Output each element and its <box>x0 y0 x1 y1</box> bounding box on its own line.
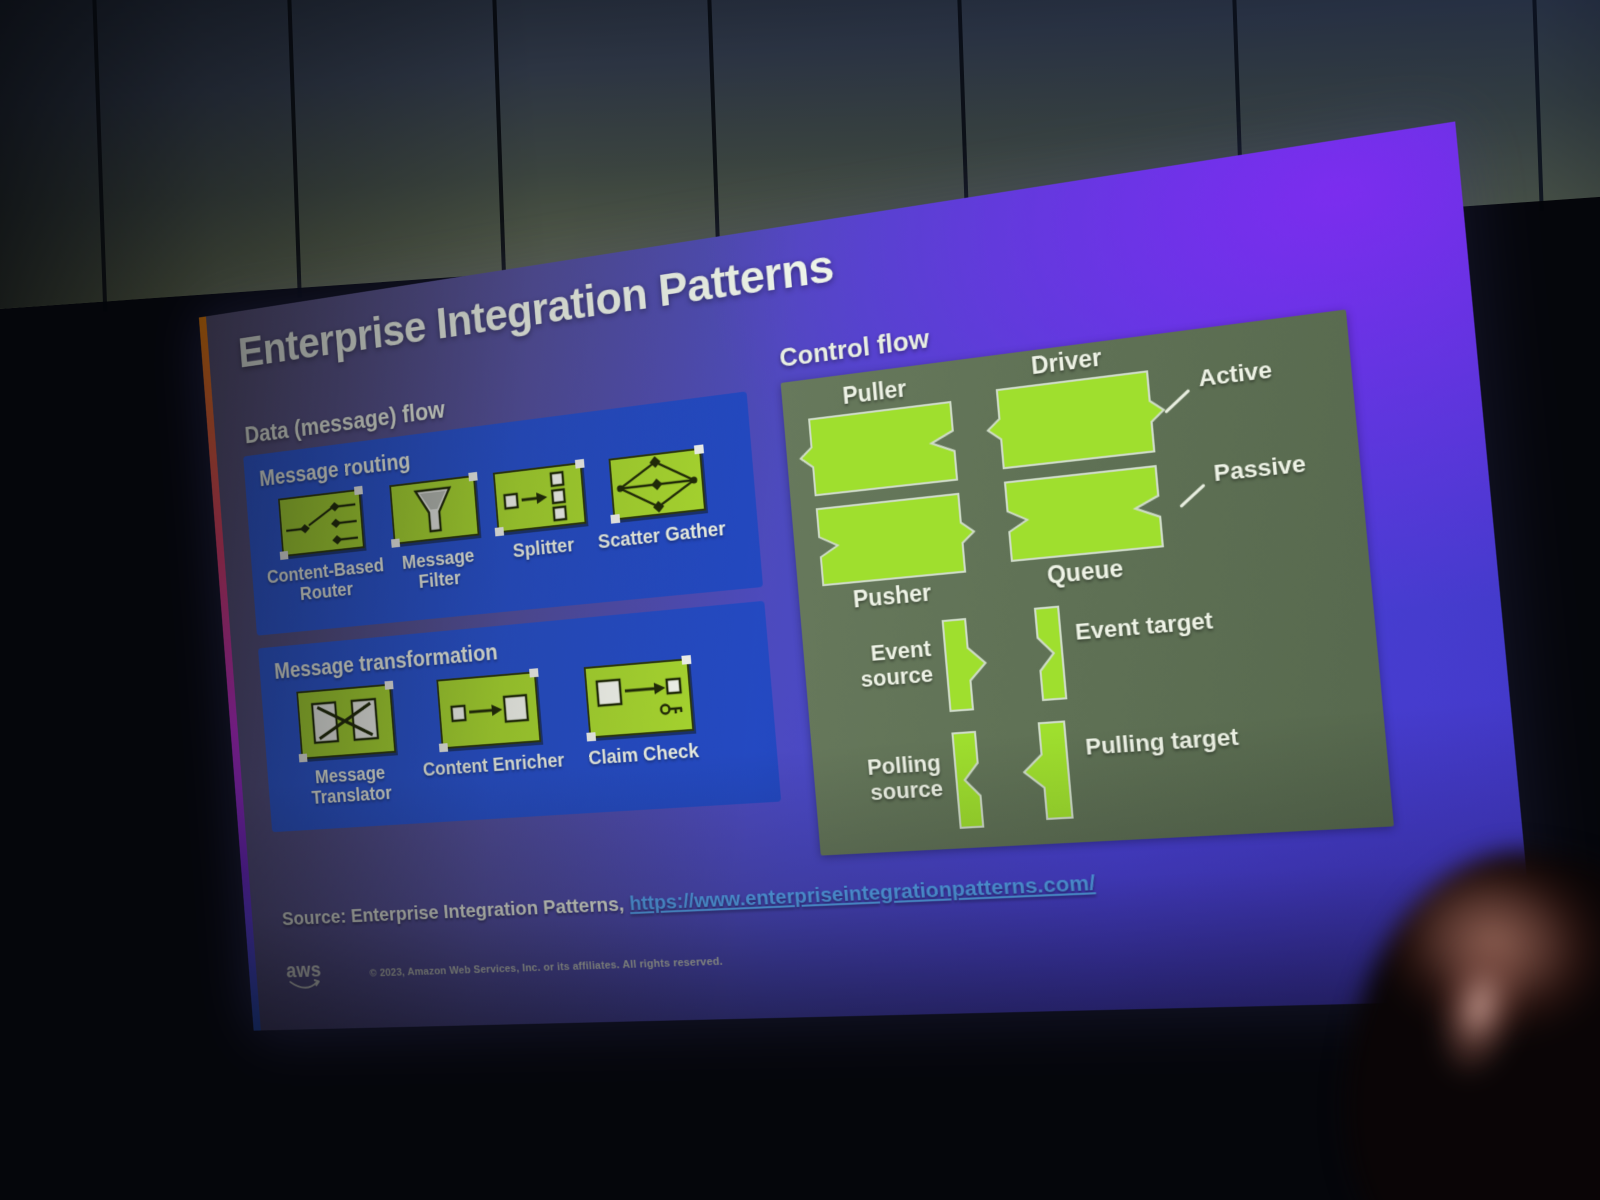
driver-shape <box>982 365 1170 474</box>
queue-shape <box>990 460 1178 566</box>
pattern-splitter: Splitter <box>485 461 597 565</box>
presentation-slide: Enterprise Integration Patterns Data (me… <box>198 121 1539 1031</box>
pattern-label: Content Enricher <box>422 749 566 781</box>
pattern-label: Scatter Gather <box>597 518 727 554</box>
pulling-target-shape <box>1018 719 1077 822</box>
callout-line <box>1179 483 1206 509</box>
splitter-icon <box>492 462 587 534</box>
aws-logo-text: aws <box>285 957 323 983</box>
message-transformation-panel: Message transformation Message Translato… <box>257 600 782 833</box>
pattern-label: Message Filter <box>401 545 476 594</box>
claim-check-icon <box>583 658 695 739</box>
aws-smile-icon <box>287 979 322 992</box>
event-source-shape <box>938 615 991 713</box>
source-line: Source: Enterprise Integration Patterns,… <box>281 871 1096 931</box>
message-routing-panel: Message routing <box>243 391 764 636</box>
pulling-target-label: Pulling target <box>1084 723 1240 760</box>
active-callout: Active <box>1158 356 1274 414</box>
content-based-router-icon <box>278 488 365 558</box>
pattern-content-enricher: Content Enricher <box>413 669 567 781</box>
pattern-label: Content-Based Router <box>266 555 385 606</box>
source-link[interactable]: https://www.enterpriseintegrationpattern… <box>628 871 1097 916</box>
polling-source-shape <box>948 729 1002 831</box>
slide-footer: aws © 2023, Amazon Web Services, Inc. or… <box>285 946 724 992</box>
content-enricher-icon <box>436 671 542 750</box>
pattern-label: Message Translator <box>310 762 393 809</box>
puller-shape <box>795 396 971 500</box>
event-target-label: Event target <box>1074 607 1215 646</box>
source-prefix: Source: Enterprise Integration Patterns, <box>281 892 625 930</box>
callout-line <box>1164 388 1191 414</box>
copyright-text: © 2023, Amazon Web Services, Inc. or its… <box>369 956 724 980</box>
scatter-gather-icon <box>608 447 706 521</box>
event-target-shape <box>1016 604 1071 703</box>
pattern-message-translator: Message Translator <box>274 682 422 811</box>
control-flow-panel: Puller Driver <box>780 309 1394 856</box>
pattern-content-based-router: Content-Based Router <box>260 487 388 609</box>
passive-label: Passive <box>1212 449 1307 487</box>
pattern-scatter-gather: Scatter Gather <box>590 445 729 553</box>
aws-logo: aws <box>285 957 323 992</box>
pattern-claim-check: Claim Check <box>560 656 723 771</box>
polling-source-label: Polling source <box>866 749 944 805</box>
pattern-message-filter: Message Filter <box>379 474 494 597</box>
event-source-label: Event source <box>859 635 935 692</box>
pusher-shape <box>803 488 980 590</box>
pattern-label: Splitter <box>512 534 575 563</box>
passive-callout: Passive <box>1173 449 1308 509</box>
active-label: Active <box>1197 356 1274 392</box>
pattern-label: Claim Check <box>587 740 700 770</box>
message-translator-icon <box>296 683 397 760</box>
message-filter-icon <box>389 475 480 545</box>
